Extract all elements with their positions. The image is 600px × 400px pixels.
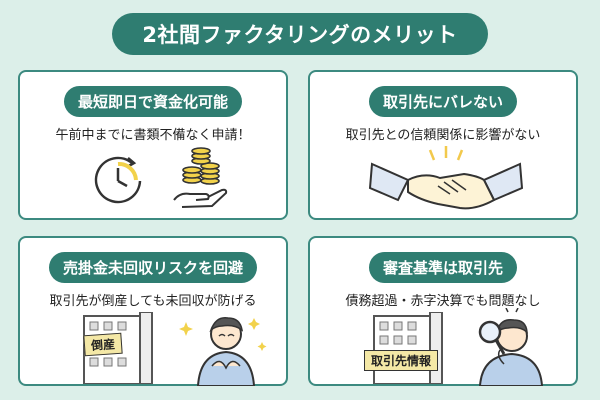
merit-card-risk-avoidance: 売掛金未回収リスクを回避 取引先が倒産しても未回収が防げる 倒産 — [18, 236, 288, 386]
card-heading: 最短即日で資金化可能 — [63, 86, 243, 117]
card-heading: 取引先にバレない — [368, 86, 518, 117]
card-subtext: 取引先が倒産しても未回収が防げる — [49, 294, 257, 309]
clock-icon — [94, 156, 142, 204]
merit-card-fast-funding: 最短即日で資金化可能 午前中までに書類不備なく申請！ — [18, 70, 288, 220]
page-title: 2社間ファクタリングのメリット — [112, 13, 488, 55]
card-subtext: 午前中までに書類不備なく申請！ — [55, 128, 251, 143]
inspector-person-icon — [478, 308, 544, 386]
relieved-person-icon — [179, 317, 267, 386]
card-heading: 売掛金未回収リスクを回避 — [48, 252, 258, 283]
client-info-label: 取引先情報 — [364, 350, 439, 371]
building-icon — [373, 312, 443, 384]
bankruptcy-label: 倒産 — [83, 332, 123, 357]
handshake-icon — [368, 146, 524, 210]
card-subtext: 債務超過・赤字決算でも問題なし — [345, 294, 541, 309]
merit-card-confidential: 取引先にバレない 取引先との信頼関係に影響がない — [308, 70, 578, 220]
card-heading: 審査基準は取引先 — [368, 252, 518, 283]
card-subtext: 取引先との信頼関係に影響がない — [345, 128, 541, 143]
coins-in-hand-icon — [173, 147, 228, 208]
merit-card-screening-basis: 審査基準は取引先 債務超過・赤字決算でも問題なし 取引先情報 — [308, 236, 578, 386]
